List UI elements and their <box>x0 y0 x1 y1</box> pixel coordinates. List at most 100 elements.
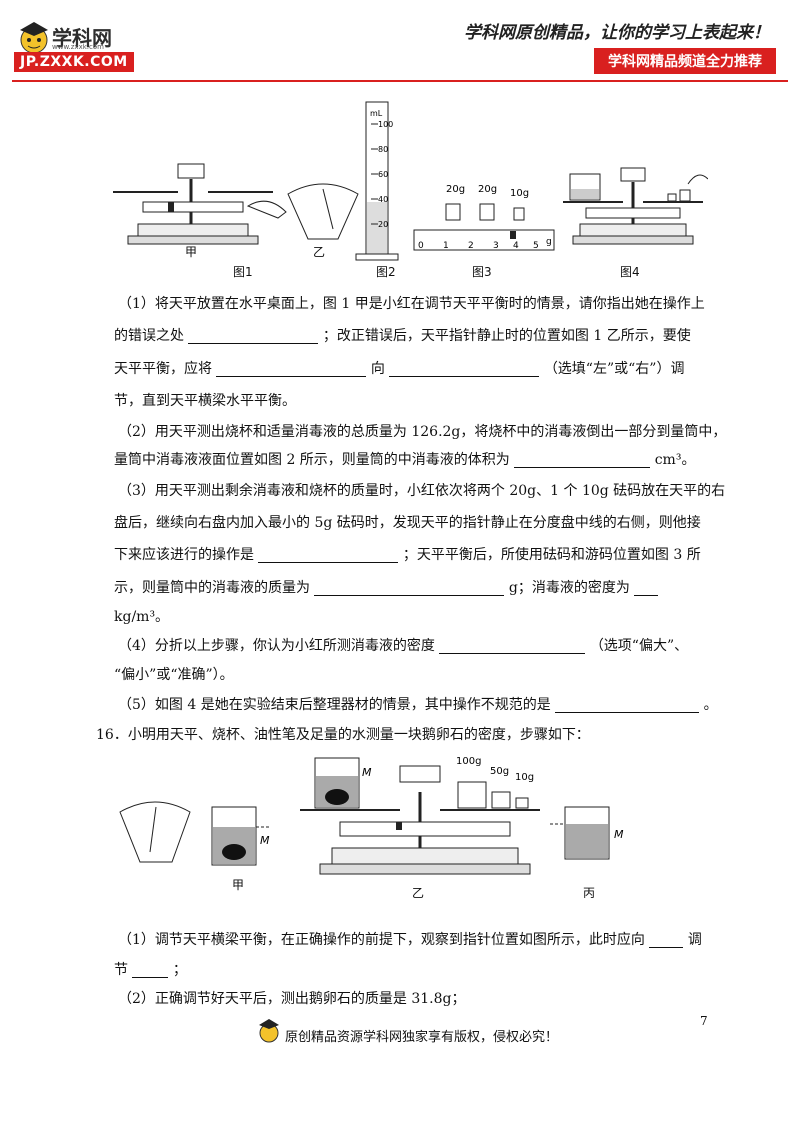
text-segment: 下来应该进行的操作是 <box>114 547 254 563</box>
q15-p2-line2: 量筒中消毒液液面位置如图 2 所示，则量筒的中消毒液的体积为 cm³。 <box>114 452 695 468</box>
fig4-caption: 图4 <box>620 265 640 279</box>
q15-p4-line1: （4）分折以上步骤，你认为小红所测消毒液的密度 （选项“偏大”、 <box>118 638 688 654</box>
q15-p3-line5: kg/m³。 <box>114 609 170 625</box>
logo-subtext: www.zxxk.com <box>52 43 104 51</box>
cylinder-tick: 80 <box>378 145 388 154</box>
text-segment: （选填“左”或“右”）调 <box>543 361 685 377</box>
q16-figures: M M 100g 50g 10g M <box>119 756 624 875</box>
logo-url-badge: JP.ZXXK.COM <box>14 52 134 72</box>
q16-p2-line1: （2）正确调节好天平后，测出鹅卵石的质量是 31.8g； <box>118 991 466 1007</box>
q16-p1-line2: 节 ； <box>114 962 187 978</box>
figures-1-4: mL 100 80 60 40 20 20g 20g 10g 0 1 2 3 4… <box>113 101 708 261</box>
balance-jia-illustration <box>113 163 287 245</box>
text-segment: 。 <box>703 697 718 713</box>
text-segment: ；改正错误后，天平指针静止时的位置如图 1 乙所示，要使 <box>322 328 691 344</box>
rider-tick: 0 <box>418 241 424 251</box>
rider-tick: 3 <box>493 241 499 251</box>
site-logo <box>12 14 162 74</box>
answer-blank[interactable] <box>555 698 700 713</box>
weight-label: 100g <box>456 756 481 767</box>
rider-tick: 2 <box>468 241 474 251</box>
answer-blank[interactable] <box>132 963 169 978</box>
q15-p3-line3: 下来应该进行的操作是 ；天平平衡后，所使用砝码和游码位置如图 3 所 <box>114 547 701 563</box>
weight-label: 20g <box>478 184 497 195</box>
q15-p1-line2: 的错误之处 ；改正错误后，天平指针静止时的位置如图 1 乙所示，要使 <box>114 328 691 344</box>
q15-p3-line2: 盘后，继续向右盘内加入最小的 5g 砝码时，发现天平的指针静止在分度盘中线的右侧… <box>114 515 701 531</box>
fig1-caption: 图1 <box>233 265 253 279</box>
q16-jia-label: 甲 <box>232 878 245 892</box>
cylinder-tick: 60 <box>378 170 388 179</box>
text-segment: g；消毒液的密度为 <box>508 580 630 596</box>
header-rule <box>12 80 788 82</box>
fig2-caption: 图2 <box>376 265 396 279</box>
rider-tick: 5 <box>533 241 539 251</box>
mark-m: M <box>260 834 270 847</box>
text-segment: （4）分折以上步骤，你认为小红所测消毒液的密度 <box>118 638 435 654</box>
rider-unit: g <box>546 237 552 247</box>
weights-rider-illustration: 20g 20g 10g 0 1 2 3 4 5 g <box>413 184 555 251</box>
answer-blank[interactable] <box>634 581 659 596</box>
header-slogan: 学科网原创精品，让你的学习上表起来！ <box>464 23 770 43</box>
dial-illustration <box>119 801 191 863</box>
cylinder-tick: 100 <box>378 120 393 129</box>
answer-blank[interactable] <box>258 548 399 563</box>
answer-blank[interactable] <box>389 362 540 377</box>
q15-p1-line1: （1）将天平放置在水平桌面上，图 1 甲是小红在调节天平平衡时的情景，请你指出她… <box>118 296 705 312</box>
dial-yi-illustration <box>287 183 359 240</box>
text-segment: ；天平平衡后，所使用砝码和游码位置如图 3 所 <box>402 547 701 563</box>
text-segment: 示，则量筒中的消毒液的质量为 <box>114 580 310 596</box>
q15-p5-line1: （5）如图 4 是她在实验结束后整理器材的情景，其中操作不规范的是 。 <box>118 697 718 713</box>
text-segment: 量筒中消毒液液面位置如图 2 所示，则量筒的中消毒液的体积为 <box>114 452 510 468</box>
fig1-yi-label: 乙 <box>313 245 326 259</box>
beaker-bing-illustration: M <box>550 806 624 860</box>
balance-yi-illustration: M 100g 50g 10g <box>300 756 540 875</box>
mark-m: M <box>614 828 624 841</box>
q16-bing-label: 丙 <box>583 886 596 900</box>
q15-p3-line4: 示，则量筒中的消毒液的质量为 g；消毒液的密度为 <box>114 580 659 596</box>
answer-blank[interactable] <box>649 933 684 948</box>
text-segment: 节 <box>114 962 128 978</box>
footer-copyright: 原创精品资源学科网独家享有版权，侵权必究！ <box>285 1030 559 1045</box>
text-segment: 天平平衡，应将 <box>114 361 212 377</box>
text-segment: cm³。 <box>654 452 696 468</box>
answer-blank[interactable] <box>314 581 505 596</box>
text-segment: 调 <box>687 932 702 948</box>
cylinder-tick: 20 <box>378 220 388 229</box>
q15-p4-line2: “偏小”或“准确”）。 <box>114 667 234 683</box>
text-segment: 的错误之处 <box>114 328 184 344</box>
rider-tick: 4 <box>513 241 519 251</box>
weight-label: 50g <box>490 766 509 777</box>
beaker-jia-illustration: M <box>211 806 270 866</box>
mascot-icon <box>259 1019 279 1043</box>
rider-tick: 1 <box>443 241 449 251</box>
q16-intro: 16．小明用天平、烧杯、油性笔及足量的水测量一块鹅卵石的密度，步骤如下： <box>96 727 590 743</box>
answer-blank[interactable] <box>188 329 319 344</box>
logo-text: 学科网 <box>52 26 112 50</box>
page-number: 7 <box>700 1014 708 1028</box>
q15-p3-line1: （3）用天平测出剩余消毒液和烧杯的质量时，小红依次将两个 20g、1 个 10g… <box>118 483 726 499</box>
weight-label: 20g <box>446 184 465 195</box>
answer-blank[interactable] <box>439 639 586 654</box>
weight-label: 10g <box>510 188 529 199</box>
q15-p2-line1: （2）用天平测出烧杯和适量消毒液的总质量为 126.2g，将烧杯中的消毒液倒出一… <box>118 424 727 440</box>
q15-p1-line4: 节，直到天平横梁水平平衡。 <box>114 393 296 409</box>
text-segment: （5）如图 4 是她在实验结束后整理器材的情景，其中操作不规范的是 <box>118 697 551 713</box>
channel-badge: 学科网精品频道全力推荐 <box>594 48 776 74</box>
q15-p1-line3: 天平平衡，应将 向 （选填“左”或“右”）调 <box>114 361 684 377</box>
fig1-jia-label: 甲 <box>185 245 198 259</box>
answer-blank[interactable] <box>216 362 367 377</box>
text-segment: ； <box>172 962 187 978</box>
cylinder-illustration: mL 100 80 60 40 20 <box>355 101 399 261</box>
cylinder-unit: mL <box>370 109 383 118</box>
q16-yi-label: 乙 <box>412 886 425 900</box>
q16-p1-line1: （1）调节天平横梁平衡，在正确操作的前提下，观察到指针位置如图所示，此时应向 调 <box>118 932 702 948</box>
mark-m: M <box>362 766 372 779</box>
text-segment: 向 <box>370 361 385 377</box>
balance-fig4-illustration <box>563 167 708 245</box>
text-segment: （1）调节天平横梁平衡，在正确操作的前提下，观察到指针位置如图所示，此时应向 <box>118 932 645 948</box>
mascot-icon <box>20 22 48 54</box>
fig3-caption: 图3 <box>472 265 492 279</box>
weight-label: 10g <box>515 772 534 783</box>
answer-blank[interactable] <box>514 453 651 468</box>
text-segment: （选项“偏大”、 <box>589 638 689 654</box>
